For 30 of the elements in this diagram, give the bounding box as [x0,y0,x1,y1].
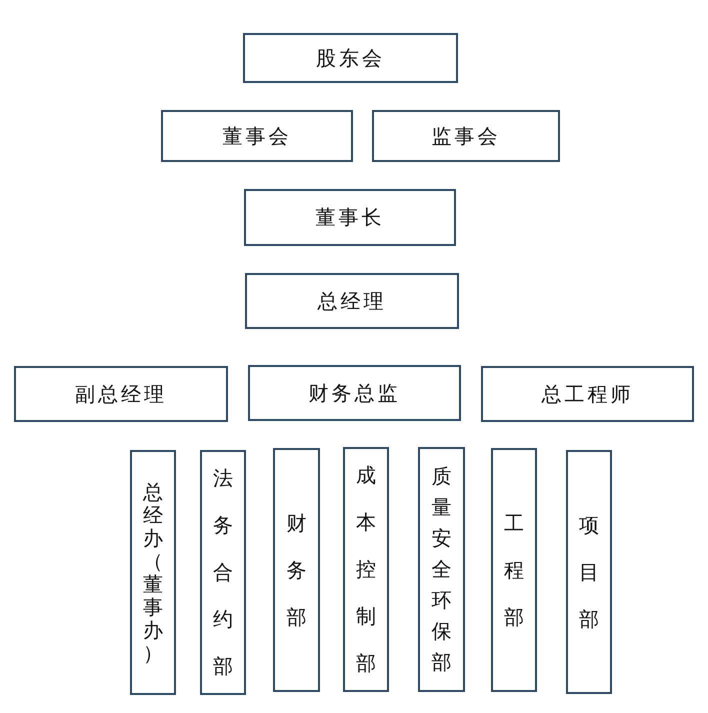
department-name: 质量安全环保部 [430,463,452,676]
department-name: 总经办（董事办） [142,480,164,664]
department-name: 法务合约部 [212,465,234,680]
position-title: 董事长 [316,204,384,231]
position-box [248,365,461,421]
position-box [372,110,560,162]
department-box [130,450,176,695]
position-box [481,366,694,422]
department-name: 成本控制部 [355,462,377,677]
department-box [200,450,246,695]
position-box [243,33,458,83]
position-title: 财务总监 [308,380,400,406]
department-name: 财务部 [286,510,308,630]
department-name: 项目部 [578,512,600,632]
position-title: 监事会 [432,122,500,150]
position-box [161,110,353,162]
department-box [273,448,320,692]
department-box [566,450,612,694]
position-title: 股东会 [316,44,385,72]
department-box [343,447,389,692]
position-title: 总经理 [318,288,386,314]
position-box [244,189,456,246]
position-title: 副总经理 [75,380,167,408]
department-box [491,448,537,692]
position-box [14,366,228,422]
position-title: 总工程师 [542,380,634,408]
department-name: 工程部 [503,510,525,630]
department-box [418,447,465,692]
position-box [245,273,459,329]
position-title: 董事会 [222,122,292,150]
